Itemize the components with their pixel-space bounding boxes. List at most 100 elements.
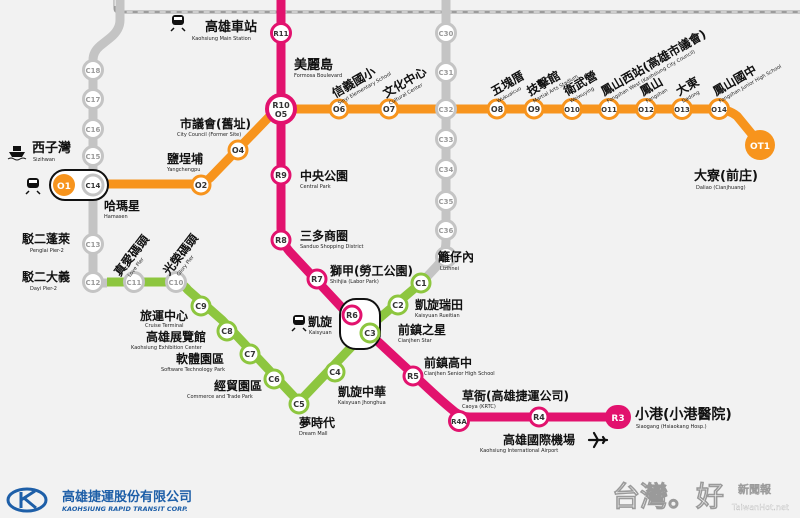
station-code-r3: R3	[611, 414, 624, 424]
station-code-o10: O10	[564, 106, 580, 114]
station-marker-o10[interactable]: O10	[561, 98, 583, 120]
station-marker-o14[interactable]: O14	[708, 98, 730, 120]
station-circle-c37	[435, 246, 457, 268]
station-circle-c35	[435, 190, 457, 212]
station-code-c15: C15	[86, 153, 101, 161]
station-code-o1: O1	[57, 182, 71, 192]
station-marker-o9[interactable]: O9	[523, 98, 545, 120]
station-circle-c1	[410, 272, 432, 294]
station-marker-o8[interactable]: O8	[486, 98, 508, 120]
station-code-c12: C12	[86, 279, 101, 287]
station-marker-c34[interactable]: C34	[435, 158, 457, 180]
terminal-r3[interactable]: R3	[605, 405, 631, 429]
station-circle-o9	[523, 98, 545, 120]
station-code-o9: O9	[528, 105, 541, 114]
station-marker-c33[interactable]: C33	[435, 128, 457, 150]
label-c1-zh: 籬仔內	[437, 249, 474, 264]
watermark: 台灣。好 新聞報 TaiwanHot.net	[612, 480, 789, 514]
watermark-small: 新聞報	[738, 482, 772, 496]
label-c8-zh: 高雄展覽館	[146, 329, 206, 344]
station-marker-o11[interactable]: O11	[598, 98, 620, 120]
station-marker-c18[interactable]: C18	[82, 59, 104, 81]
label-c14-zh: 哈瑪星	[104, 198, 140, 213]
station-marker-c6[interactable]: C6	[263, 368, 285, 390]
station-code-c3: C3	[364, 329, 375, 338]
station-marker-c2[interactable]: C2	[387, 294, 409, 316]
station-code-c6: C6	[268, 375, 280, 384]
station-marker-c35[interactable]: C35	[435, 190, 457, 212]
station-marker-c13[interactable]: C13	[82, 233, 104, 255]
station-circle-c34	[435, 158, 457, 180]
station-marker-c12[interactable]: C12	[82, 271, 104, 293]
station-code-c8: C8	[221, 327, 233, 336]
station-marker-c31[interactable]: C31	[435, 61, 457, 83]
station-marker-c8[interactable]: C8	[216, 320, 238, 342]
station-circle-o12	[635, 98, 657, 120]
station-code-r9: R9	[275, 171, 287, 180]
train-icon-kaisyuan	[291, 315, 307, 332]
station-marker-c1[interactable]: C1	[410, 272, 432, 294]
interchange-r6-c3[interactable]: R6 C3	[339, 298, 381, 350]
station-code-o7: O7	[383, 105, 395, 114]
label-c5-en: Dream Mall	[299, 431, 328, 437]
station-circle-o8	[486, 98, 508, 120]
station-marker-r5[interactable]: R5	[402, 365, 424, 387]
station-marker-c11[interactable]: C11	[123, 271, 145, 293]
station-marker-c17[interactable]: C17	[82, 88, 104, 110]
station-circle-o6	[328, 98, 350, 120]
station-marker-c36[interactable]: C36	[435, 219, 457, 241]
company-name-en: KAOHSIUNG RAPID TRANSIT CORP.	[62, 505, 188, 513]
station-marker-c30[interactable]: C30	[435, 22, 457, 44]
station-marker-c4[interactable]: C4	[324, 361, 346, 383]
station-code-o2: O2	[195, 181, 207, 190]
station-code-r11: R11	[273, 30, 288, 38]
label-o1-en: Sizihwan	[33, 157, 55, 163]
station-marker-c15[interactable]: C15	[82, 145, 104, 167]
label-o1-zh: 西子灣	[32, 140, 71, 156]
station-circle-c10	[165, 271, 187, 293]
label-c13-zh: 駁二蓬萊	[21, 231, 71, 246]
station-marker-r9[interactable]: R9	[270, 164, 292, 186]
station-marker-r4a[interactable]: R4A	[448, 410, 470, 432]
label-r9-zh: 中央公園	[300, 168, 348, 183]
label-r10-zh: 美麗島	[294, 57, 333, 73]
station-circle-c7	[239, 343, 261, 365]
station-code-o12: O12	[638, 106, 654, 114]
station-circle-o10	[561, 98, 583, 120]
station-code-r6: R6	[346, 311, 358, 320]
label-o2-zh: 鹽埕埔	[167, 151, 203, 166]
station-marker-o6[interactable]: O6	[328, 98, 350, 120]
station-circle-r4	[528, 406, 550, 428]
station-marker-r11[interactable]: R11	[270, 22, 292, 44]
station-circle-c15	[82, 145, 104, 167]
station-marker-c7[interactable]: C7	[239, 343, 261, 365]
station-marker-o2[interactable]: O2	[190, 174, 212, 196]
station-marker-c10[interactable]: C10	[165, 271, 187, 293]
station-marker-o7[interactable]: O7	[378, 98, 400, 120]
station-marker-c5[interactable]: C5	[288, 393, 310, 415]
station-marker-o12[interactable]: O12	[635, 98, 657, 120]
station-code-c18: C18	[86, 67, 101, 75]
station-circle-o11	[598, 98, 620, 120]
station-marker-r7[interactable]: R7	[306, 268, 328, 290]
station-marker-o4[interactable]: O4	[227, 139, 249, 161]
station-marker-c32[interactable]: C32	[435, 98, 457, 120]
station-marker-r4[interactable]: R4	[528, 406, 550, 428]
label-r5-en: Cianjhen Senior High School	[424, 371, 495, 377]
station-marker-r8[interactable]: R8	[270, 229, 292, 251]
labels: 高雄車站 Kaohsiung Main Station 美麗島 Formosa …	[21, 19, 758, 454]
station-marker-c9[interactable]: C9	[190, 295, 212, 317]
station-marker-o13[interactable]: O13	[671, 98, 693, 120]
interchange-o1-c14[interactable]: O1 C14	[49, 169, 109, 201]
station-marker-c16[interactable]: C16	[82, 118, 104, 140]
station-circle-o14	[708, 98, 730, 120]
label-o4-en: City Council (Former Site)	[177, 132, 241, 138]
station-code-c1: C1	[415, 279, 427, 288]
station-marker-c37[interactable]: C37	[435, 246, 457, 268]
interchange-r10-o5[interactable]: R10 O5	[265, 93, 297, 125]
label-r3-zh: 小港(小港醫院)	[635, 406, 732, 423]
station-circle-c5	[288, 393, 310, 415]
label-c2-zh: 凱旋瑞田	[415, 297, 463, 312]
terminal-ot1[interactable]: OT1	[745, 130, 775, 160]
